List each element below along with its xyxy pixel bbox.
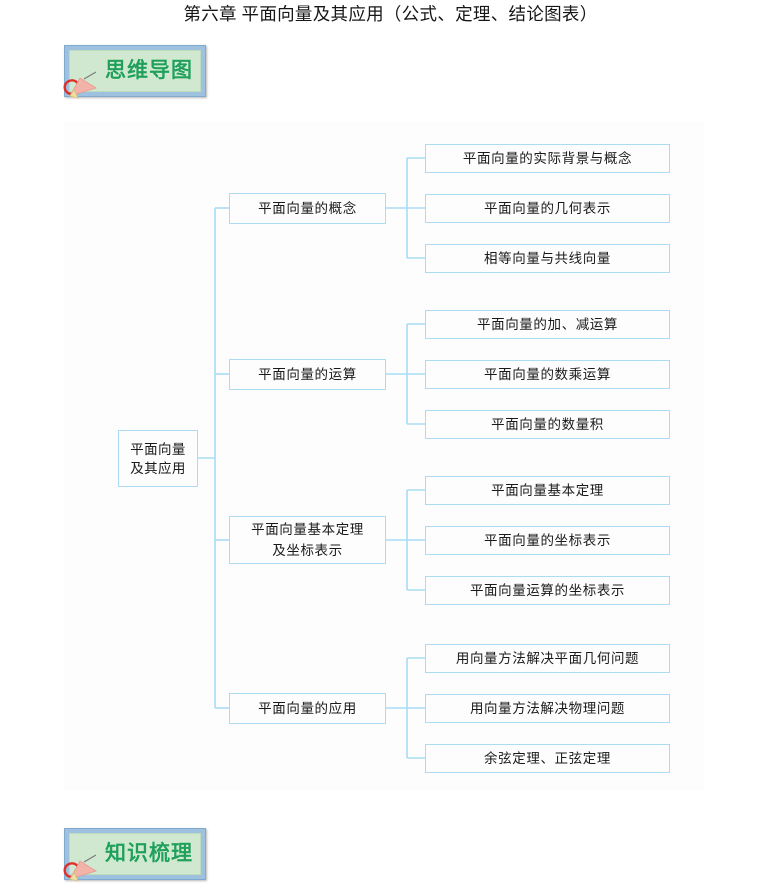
page-title: 第六章 平面向量及其应用（公式、定理、结论图表） (183, 4, 598, 24)
mindmap-leaf-node[interactable]: 平面向量基本定理 (425, 476, 670, 505)
mindmap-canvas: 平面向量 及其应用 平面向量的概念 平面向量的运算 平面向量基本定理 及坐标表示… (64, 122, 704, 790)
mindmap-leaf-node[interactable]: 用向量方法解决物理问题 (425, 694, 670, 723)
mindmap-leaf-node[interactable]: 余弦定理、正弦定理 (425, 744, 670, 773)
mindmap-leaf-node[interactable]: 平面向量的数乘运算 (425, 360, 670, 389)
section-badge-inner: 知识梳理 (63, 833, 201, 882)
mindmap-branch-label-line2: 及坐标表示 (272, 543, 343, 558)
mindmap-branch-node-operations[interactable]: 平面向量的运算 (229, 359, 386, 390)
section-badge-inner: 思维导图 (63, 50, 201, 99)
mindmap-leaf-node[interactable]: 平面向量运算的坐标表示 (425, 576, 670, 605)
mindmap-leaf-node[interactable]: 平面向量的几何表示 (425, 194, 670, 223)
mindmap-branch-node-applications[interactable]: 平面向量的应用 (229, 693, 386, 724)
mindmap-root-node[interactable]: 平面向量 及其应用 (118, 430, 198, 487)
section-badge-label: 思维导图 (105, 59, 193, 82)
mindmap-leaf-node[interactable]: 平面向量的数量积 (425, 410, 670, 439)
section-badge-mindmap: 思维导图 (63, 45, 206, 99)
pencil-icon (63, 854, 97, 882)
mindmap-leaf-node[interactable]: 平面向量的加、减运算 (425, 310, 670, 339)
mindmap-root-label-line1: 平面向量 (130, 441, 186, 457)
pencil-icon (63, 71, 97, 99)
mindmap-leaf-node[interactable]: 用向量方法解决平面几何问题 (425, 644, 670, 673)
mindmap-leaf-node[interactable]: 平面向量的坐标表示 (425, 526, 670, 555)
mindmap-leaf-node[interactable]: 平面向量的实际背景与概念 (425, 144, 670, 173)
mindmap-leaf-node[interactable]: 相等向量与共线向量 (425, 244, 670, 273)
mindmap-root-label: 平面向量 及其应用 (130, 440, 186, 478)
mindmap-branch-node-basic-theorem[interactable]: 平面向量基本定理 及坐标表示 (229, 516, 386, 564)
section-badge-label: 知识梳理 (105, 842, 193, 865)
mindmap-branch-label: 平面向量基本定理 及坐标表示 (251, 519, 364, 561)
mindmap-root-label-line2: 及其应用 (130, 460, 186, 476)
section-badge-knowledge: 知识梳理 (63, 828, 206, 882)
mindmap-connectors (198, 157, 425, 759)
mindmap-branch-node-concepts[interactable]: 平面向量的概念 (229, 193, 386, 224)
mindmap-branch-label-line1: 平面向量基本定理 (251, 522, 364, 537)
